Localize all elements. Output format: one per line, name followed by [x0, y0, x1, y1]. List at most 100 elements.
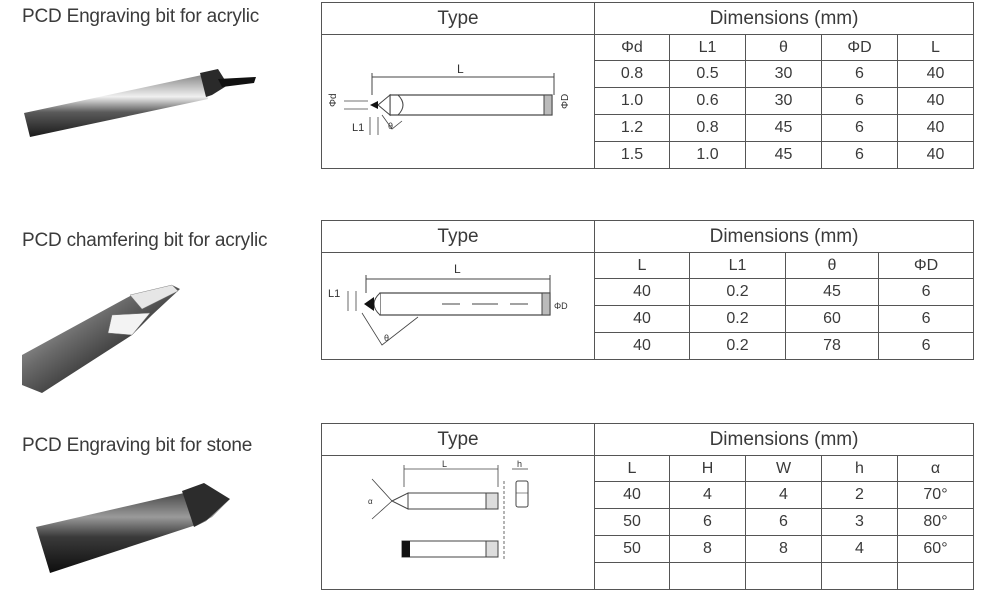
table-row: 0.8 0.5 30 6 40 [322, 60, 975, 88]
dim-L1-label: L1 [328, 288, 340, 300]
table-row: 1.2 0.8 45 6 40 [322, 114, 975, 142]
table-cell: 60° [896, 535, 975, 563]
col-header: θ [745, 34, 822, 61]
table-cell: 78 [785, 332, 879, 360]
dim-L-label: L [454, 262, 461, 276]
table-cell: 45 [745, 141, 822, 169]
table-cell: 0.5 [669, 60, 746, 88]
table-cell: 6 [821, 60, 898, 88]
engraving-bit-acrylic-photo [24, 69, 256, 137]
col-header: L [896, 34, 975, 61]
table-cell: 2 [821, 481, 898, 509]
table-cell [745, 562, 822, 590]
engraving-acrylic-spec-table: Type Dimensions (mm) L Φd L1 [321, 2, 975, 169]
table-cell: 40 [896, 60, 975, 88]
table-cell: 45 [745, 114, 822, 142]
col-header: H [669, 455, 746, 482]
table-cell: 50 [594, 508, 670, 536]
stone-bit-diagram: L h α [321, 455, 595, 590]
col-header: h [821, 455, 898, 482]
table-row: 40 0.2 45 6 [322, 278, 975, 306]
table-cell: 6 [745, 508, 822, 536]
chamfering-bit-diagram: L L1 θ ΦD [321, 252, 595, 360]
dim-phi-D-label: ΦD [554, 301, 568, 311]
dimensions-header: Dimensions (mm) [593, 220, 975, 253]
table-cell: 30 [745, 87, 822, 115]
dim-h-label: h [517, 459, 522, 469]
type-header: Type [321, 220, 595, 253]
type-header: Type [321, 2, 595, 35]
engraving-stone-spec-table: Type Dimensions (mm) L h α [321, 423, 975, 590]
table-cell [669, 562, 746, 590]
section-title: PCD Engraving bit for acrylic [22, 6, 260, 27]
engraving-bit-stone-photo [36, 483, 230, 573]
dim-phi-D-label: ΦD [560, 93, 571, 108]
svg-text:θ: θ [384, 333, 389, 343]
table-cell: 40 [594, 481, 670, 509]
table-cell: 40 [594, 332, 690, 360]
table-row: 1.0 0.6 30 6 40 [322, 87, 975, 115]
col-header: L [594, 455, 670, 482]
table-cell: 0.2 [689, 278, 786, 306]
section-title: PCD Engraving bit for stone [22, 435, 253, 456]
table-row: 50 8 8 4 60° [322, 535, 975, 563]
col-header: L1 [669, 34, 746, 61]
table-cell: 0.2 [689, 305, 786, 333]
section-engraving-stone: PCD Engraving bit for stone Type Dimensi… [0, 415, 1000, 595]
table-row: 40 0.2 78 6 [322, 332, 975, 360]
col-header: θ [785, 252, 879, 279]
table-cell: 40 [594, 305, 690, 333]
table-cell: 4 [669, 481, 746, 509]
table-cell: 40 [896, 141, 975, 169]
table-cell: 1.0 [669, 141, 746, 169]
table-cell: 30 [745, 60, 822, 88]
type-header: Type [321, 423, 595, 456]
table-cell [896, 562, 975, 590]
chamfering-bit-acrylic-photo [22, 284, 180, 393]
table-cell: 0.6 [669, 87, 746, 115]
table-cell: 6 [821, 87, 898, 115]
dimensions-header: Dimensions (mm) [593, 2, 975, 35]
dim-L-label: L [457, 62, 464, 76]
table-cell [821, 562, 898, 590]
engraving-bit-diagram: L Φd L1 θ ΦD [321, 34, 595, 169]
table-cell: 6 [821, 141, 898, 169]
table-cell: 40 [896, 87, 975, 115]
svg-text:α: α [368, 497, 373, 506]
table-cell: 70° [896, 481, 975, 509]
table-cell: 0.8 [594, 60, 670, 88]
col-header: Φd [594, 34, 670, 61]
table-cell: 0.2 [689, 332, 786, 360]
dimensions-header: Dimensions (mm) [593, 423, 975, 456]
table-cell: 6 [669, 508, 746, 536]
table-cell: 8 [669, 535, 746, 563]
table-cell: 1.2 [594, 114, 670, 142]
table-cell: 50 [594, 535, 670, 563]
col-header: ΦD [821, 34, 898, 61]
table-row: 40 0.2 60 6 [322, 305, 975, 333]
table-cell: 6 [877, 332, 975, 360]
table-cell: 3 [821, 508, 898, 536]
table-cell: 40 [594, 278, 690, 306]
col-header: L1 [689, 252, 786, 279]
dim-L-label: L [442, 459, 447, 469]
table-cell: 80° [896, 508, 975, 536]
col-header: α [896, 455, 975, 482]
table-cell: 40 [896, 114, 975, 142]
chamfering-acrylic-spec-table: Type Dimensions (mm) L L1 [321, 220, 975, 360]
table-cell: 1.0 [594, 87, 670, 115]
table-row: 40 4 4 2 70° [322, 481, 975, 509]
section-engraving-acrylic: PCD Engraving bit for acrylic Type Dimen… [0, 0, 1000, 190]
table-cell [594, 562, 670, 590]
table-cell: 60 [785, 305, 879, 333]
table-cell: 4 [821, 535, 898, 563]
table-cell: 0.8 [669, 114, 746, 142]
table-cell: 6 [877, 305, 975, 333]
table-cell: 6 [877, 278, 975, 306]
dim-L1-label: L1 [352, 122, 364, 134]
table-cell: 6 [821, 114, 898, 142]
table-row: 50 6 6 3 80° [322, 508, 975, 536]
dim-phi-d-label: Φd [328, 93, 339, 107]
col-header: W [745, 455, 822, 482]
section-chamfering-acrylic: PCD chamfering bit for acrylic Type Dime… [0, 215, 1000, 400]
